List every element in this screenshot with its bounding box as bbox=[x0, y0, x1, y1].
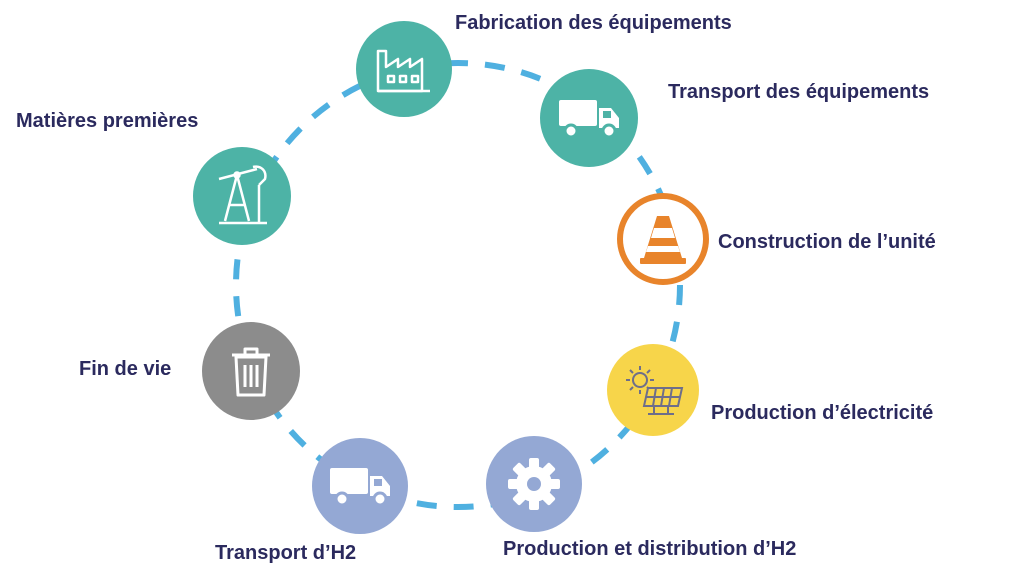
step-construction-label: Construction de l’unité bbox=[718, 231, 936, 253]
step-fabrication-node bbox=[356, 21, 452, 117]
step-production-h2-node bbox=[486, 436, 582, 532]
step-matieres-premieres-node bbox=[193, 147, 291, 245]
truck-icon bbox=[330, 468, 390, 507]
step-fin-de-vie-node bbox=[202, 322, 300, 420]
factory-icon bbox=[376, 49, 430, 93]
gear-icon bbox=[508, 458, 560, 510]
step-transport-equipements-label: Transport des équipements bbox=[668, 81, 930, 103]
trash-bin-icon bbox=[232, 347, 270, 397]
step-production-h2-label: Production et distribution d’H2 bbox=[503, 538, 797, 560]
oil-pump-icon bbox=[218, 165, 267, 225]
dashed-cycle-path bbox=[233, 60, 683, 510]
solar-panel-icon bbox=[626, 366, 684, 415]
step-fabrication-label: Fabrication des équipements bbox=[455, 12, 732, 34]
step-transport-h2-label: Transport d’H2 bbox=[215, 542, 357, 564]
step-fin-de-vie-label: Fin de vie bbox=[79, 358, 172, 380]
step-transport-equipements-node bbox=[540, 69, 638, 167]
step-electricite-node bbox=[607, 344, 699, 436]
step-electricite-label: Production d’électricité bbox=[711, 402, 934, 424]
step-construction-node bbox=[617, 193, 709, 285]
truck-icon bbox=[559, 100, 619, 139]
traffic-cone-icon bbox=[640, 216, 686, 264]
step-matieres-premieres-label: Matières premières bbox=[16, 110, 199, 132]
step-transport-h2-node bbox=[312, 438, 408, 534]
